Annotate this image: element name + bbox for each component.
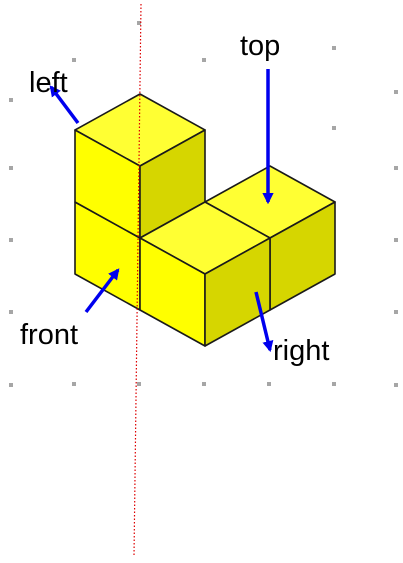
label-right: right (273, 335, 329, 367)
cube-front-middle (139, 201, 271, 347)
arrow-front-icon (84, 268, 120, 314)
label-left: left (29, 67, 68, 99)
cube-right-face (204, 237, 271, 347)
cube-group (74, 93, 336, 347)
red-dotted-guide-line (133, 3, 142, 557)
arrow-right-icon (254, 291, 274, 353)
isometric-dot-grid (9, 21, 398, 387)
label-top: top (240, 30, 280, 62)
arrows (49, 69, 274, 353)
label-front: front (20, 319, 78, 351)
arrow-left-icon (49, 85, 80, 125)
